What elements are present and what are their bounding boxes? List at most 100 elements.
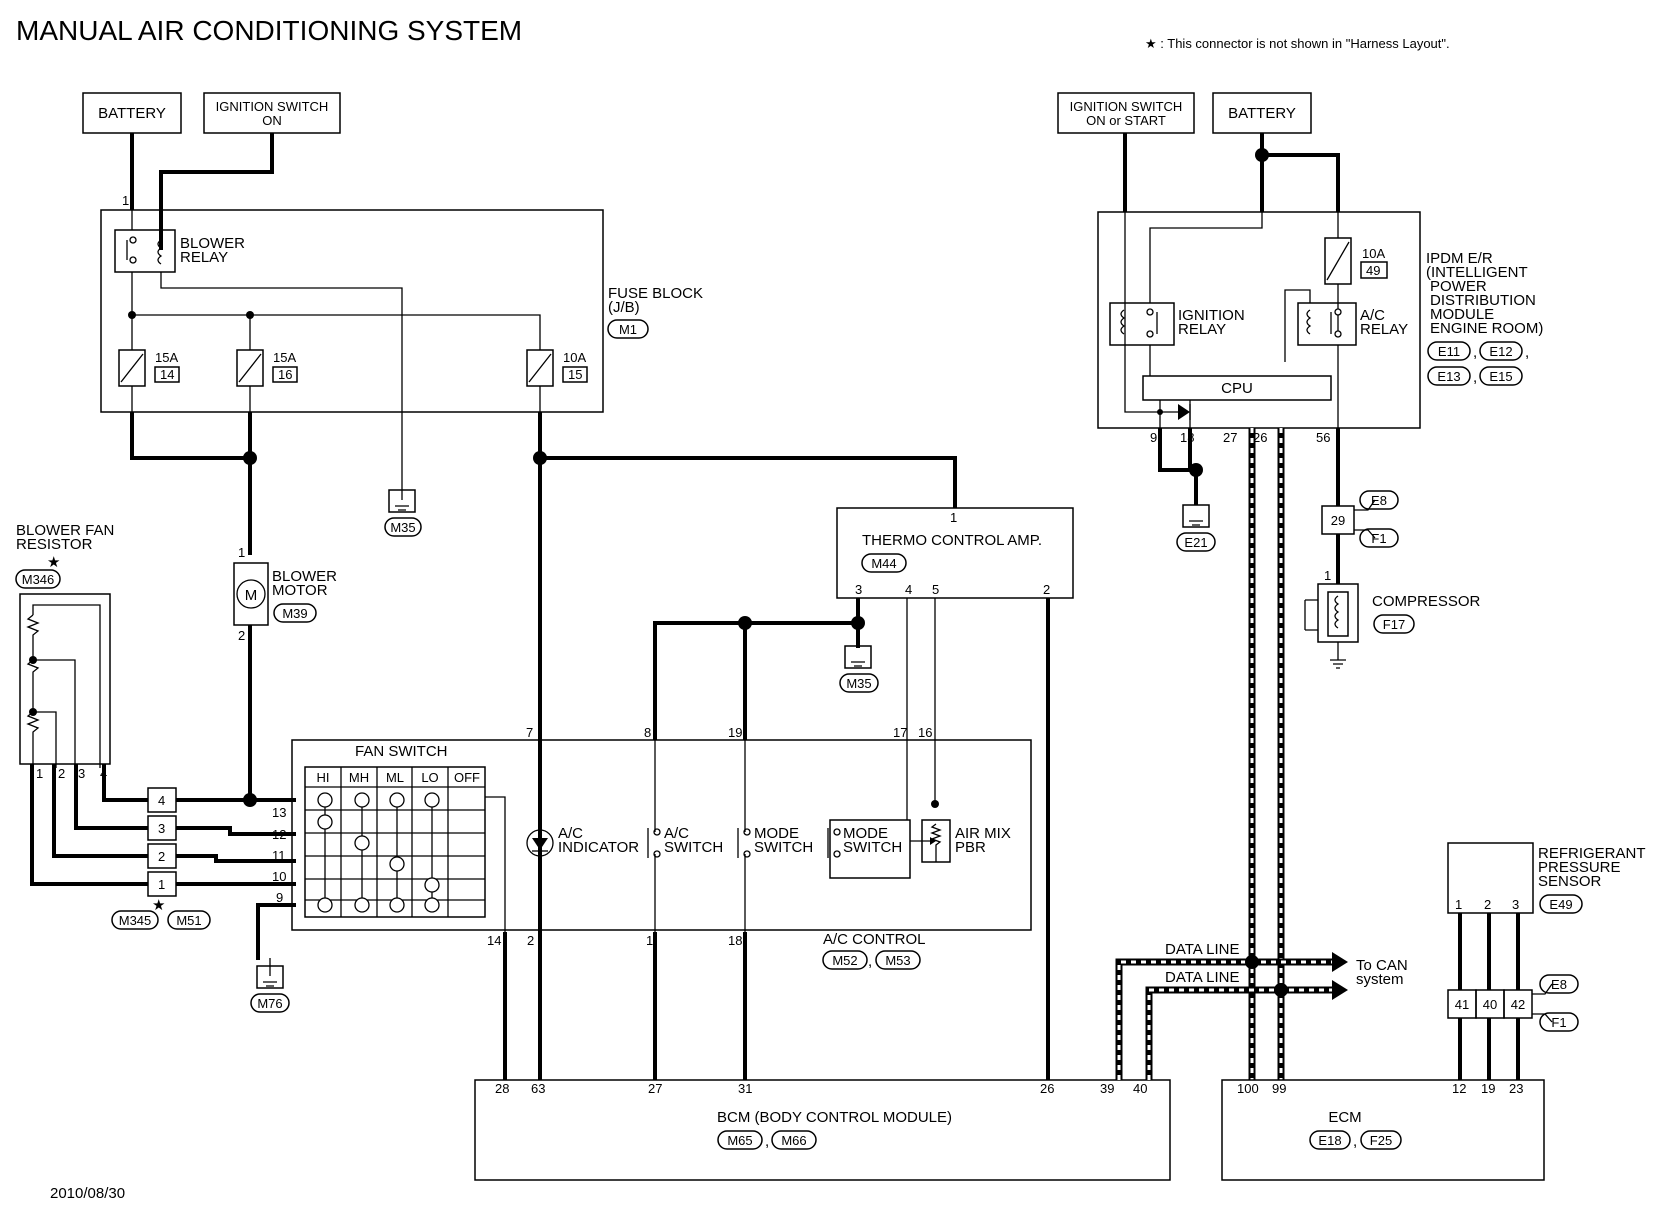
bcm: 28 63 27 31 26 39 40 BCM (BODY CONTROL M… (474, 1079, 1171, 1181)
svg-text:13: 13 (272, 805, 286, 820)
svg-text:E21: E21 (1184, 535, 1207, 550)
compressor: 1 COMPRESSOR F17 (1304, 568, 1481, 669)
svg-text:A/C: A/C (558, 825, 583, 842)
svg-text:56: 56 (1316, 430, 1330, 445)
svg-text:10A: 10A (563, 350, 586, 365)
svg-text:41: 41 (1455, 997, 1469, 1012)
svg-text:2: 2 (527, 933, 534, 948)
harness-note: ★ : This connector is not shown in "Harn… (1145, 36, 1450, 51)
svg-text:FUSE BLOCK: FUSE BLOCK (608, 285, 703, 302)
svg-text:M66: M66 (781, 1133, 806, 1148)
thermo-control-amp: 1 THERMO CONTROL AMP. M44 3 4 5 2 (836, 507, 1074, 599)
svg-text:99: 99 (1272, 1081, 1286, 1096)
air-mix-pbr: AIR MIX PBR (910, 819, 1011, 863)
svg-text:IGNITION SWITCH: IGNITION SWITCH (216, 99, 329, 114)
svg-text:1: 1 (238, 545, 245, 560)
svg-text:M35: M35 (846, 676, 871, 691)
diagram-title: MANUAL AIR CONDITIONING SYSTEM (16, 15, 522, 46)
svg-text:39: 39 (1100, 1081, 1114, 1096)
svg-text:2: 2 (58, 766, 65, 781)
blower-relay (114, 229, 176, 273)
svg-text:1: 1 (1455, 897, 1462, 912)
svg-text:E11: E11 (1438, 344, 1460, 359)
svg-text:M51: M51 (176, 913, 201, 928)
svg-text:7: 7 (526, 725, 533, 740)
svg-text:M346: M346 (22, 572, 55, 587)
svg-text:18: 18 (1180, 430, 1194, 445)
ignition-switch-right: IGNITION SWITCH ON or START (1057, 92, 1195, 134)
svg-text:29: 29 (1331, 513, 1345, 528)
svg-text:★: ★ (47, 554, 60, 571)
svg-text:4: 4 (905, 582, 912, 597)
svg-text:14: 14 (487, 933, 501, 948)
ignition-switch-left: IGNITION SWITCH ON (203, 92, 341, 134)
svg-text:E12: E12 (1489, 344, 1512, 359)
svg-text:SENSOR: SENSOR (1538, 873, 1602, 890)
svg-text:2: 2 (1484, 897, 1491, 912)
ground-e21: E21 (1176, 504, 1216, 552)
svg-text:E13: E13 (1437, 369, 1460, 384)
svg-text:ML: ML (386, 770, 404, 785)
ac-control: FAN SWITCH 13 12 11 10 9 HI MH ML LO OFF… (272, 725, 1032, 970)
svg-text:,: , (1353, 1133, 1357, 1150)
svg-text:ENGINE ROOM): ENGINE ROOM) (1430, 320, 1543, 337)
svg-text:12: 12 (272, 827, 286, 842)
svg-text:M44: M44 (871, 556, 896, 571)
svg-text:1: 1 (950, 510, 957, 525)
to-can-system-label: system (1356, 971, 1404, 988)
svg-text:F17: F17 (1383, 617, 1405, 632)
svg-text:15A: 15A (273, 350, 296, 365)
svg-text:100: 100 (1237, 1081, 1259, 1096)
svg-text:2: 2 (158, 849, 165, 864)
svg-text:ECM: ECM (1328, 1109, 1361, 1126)
svg-text:1: 1 (36, 766, 43, 781)
svg-text:M53: M53 (885, 953, 910, 968)
svg-text:63: 63 (531, 1081, 545, 1096)
svg-text:1: 1 (122, 193, 129, 208)
svg-text:A/C: A/C (664, 825, 689, 842)
data-line-label-2: DATA LINE (1165, 969, 1239, 986)
svg-text:SWITCH: SWITCH (754, 839, 813, 856)
svg-text:M39: M39 (282, 606, 307, 621)
svg-text:FAN SWITCH: FAN SWITCH (355, 743, 448, 760)
refrigerant-pressure-sensor: 1 2 3 REFRIGERANT PRESSURE SENSOR E49 (1447, 842, 1646, 914)
svg-text:E18: E18 (1318, 1133, 1341, 1148)
svg-text:RELAY: RELAY (1178, 321, 1226, 338)
svg-text:19: 19 (728, 725, 742, 740)
svg-text:16: 16 (278, 367, 292, 382)
svg-text:REFRIGERANT: REFRIGERANT (1538, 845, 1646, 862)
svg-text:SWITCH: SWITCH (664, 839, 723, 856)
svg-text:M345: M345 (119, 913, 152, 928)
svg-text:28: 28 (495, 1081, 509, 1096)
svg-text:MODE: MODE (754, 825, 799, 842)
ground-m35-middle: M35 (839, 645, 879, 693)
svg-text:27: 27 (648, 1081, 662, 1096)
svg-text:31: 31 (738, 1081, 752, 1096)
ac-relay (1297, 302, 1357, 346)
svg-text:HI: HI (317, 770, 330, 785)
svg-text:THERMO CONTROL AMP.: THERMO CONTROL AMP. (862, 532, 1042, 549)
svg-text:1: 1 (158, 877, 165, 892)
svg-text:2: 2 (1043, 582, 1050, 597)
svg-text:BATTERY: BATTERY (98, 105, 166, 122)
svg-text:19: 19 (1481, 1081, 1495, 1096)
ac-switch: A/C SWITCH (647, 825, 723, 858)
svg-text:23: 23 (1509, 1081, 1523, 1096)
svg-text:MODE: MODE (843, 825, 888, 842)
ground-m35-top: M35 (384, 480, 422, 537)
svg-text:,: , (1473, 369, 1477, 386)
svg-text:E15: E15 (1489, 369, 1512, 384)
fan-switch: HI MH ML LO OFF (304, 766, 486, 918)
svg-text:RESISTOR: RESISTOR (16, 536, 93, 553)
svg-text:M65: M65 (727, 1133, 752, 1148)
ecm: 100 99 12 19 23 ECM E18 , F25 (1221, 1079, 1545, 1181)
svg-text:E8: E8 (1551, 977, 1567, 992)
svg-text:4: 4 (158, 793, 165, 808)
svg-text:LO: LO (421, 770, 438, 785)
diagram-date: 2010/08/30 (50, 1185, 125, 1202)
svg-text:11: 11 (272, 848, 286, 863)
svg-text:IGNITION: IGNITION (1178, 307, 1245, 324)
svg-text:IPDM E/R: IPDM E/R (1426, 250, 1493, 267)
blower-fan-resistor: BLOWER FAN RESISTOR ★ M346 1 2 3 4 (15, 522, 114, 781)
svg-text:2: 2 (238, 628, 245, 643)
